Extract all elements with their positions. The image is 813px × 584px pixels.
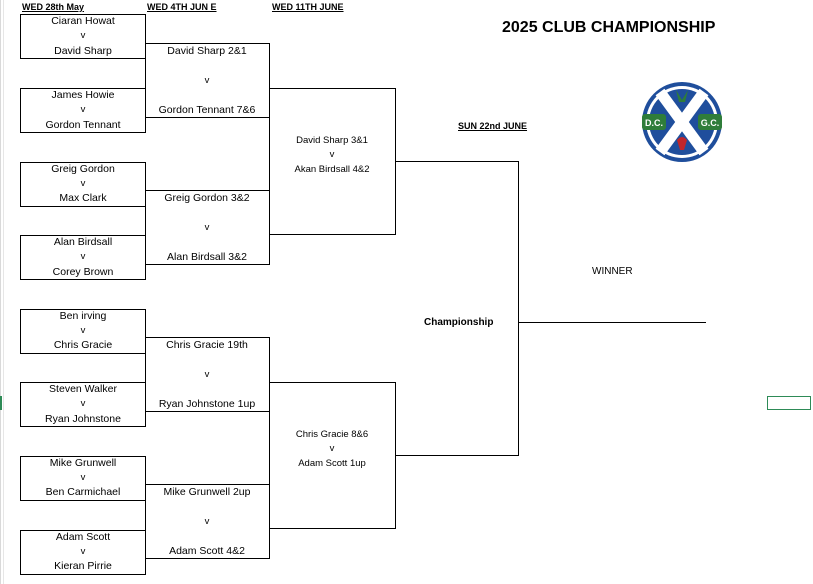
player-name: Adam Scott	[55, 531, 111, 543]
versus-label: v	[80, 30, 86, 41]
club-crest-saltire-icon: D.C. G.C.	[642, 82, 722, 162]
match-result: Mike Grunwell 2up	[163, 486, 251, 498]
sheet-left-gridline	[0, 0, 1, 584]
player-name: Greig Gordon	[51, 163, 115, 175]
sheet-left-gridline	[3, 0, 4, 584]
player-name: Alan Birdsall	[53, 236, 113, 248]
match-result: David Sharp 2&1	[167, 45, 247, 57]
versus-label: v	[204, 222, 210, 233]
round1-match-5	[20, 309, 146, 354]
versus-label: v	[80, 325, 86, 336]
versus-label: v	[204, 516, 210, 527]
player-name: Corey Brown	[52, 266, 114, 278]
versus-label: v	[80, 251, 86, 262]
match-result: Akan Birdsall 4&2	[294, 164, 370, 175]
logo-left-text: D.C.	[645, 118, 663, 128]
versus-label: v	[204, 369, 210, 380]
championship-title: 2025 CLUB CHAMPIONSHIP	[502, 19, 716, 36]
player-name: Ben Carmichael	[45, 486, 121, 498]
round1-date-header: WED 28th May	[22, 2, 85, 12]
versus-label: v	[329, 443, 335, 454]
versus-label: v	[204, 75, 210, 86]
round3-match-1	[269, 88, 396, 235]
round1-match-1	[20, 14, 146, 59]
match-result: Greig Gordon 3&2	[164, 192, 250, 204]
player-name: Chris Gracie	[53, 339, 113, 351]
round1-match-3	[20, 162, 146, 207]
player-name: Gordon Tennant	[45, 119, 121, 131]
selected-cell-edge	[0, 396, 2, 410]
logo-right-text: G.C.	[701, 118, 720, 128]
match-result: Chris Gracie 8&6	[295, 429, 369, 440]
match-result: David Sharp 3&1	[296, 135, 368, 146]
bracket-connector	[518, 161, 519, 456]
winner-label: WINNER	[592, 266, 633, 277]
player-name: James Howie	[51, 89, 115, 101]
player-name: Kieran Pirrie	[54, 560, 112, 572]
match-result: Gordon Tennant 7&6	[158, 104, 256, 116]
round3-match-2	[269, 382, 396, 529]
bracket-connector	[396, 455, 519, 456]
round2-date-header: WED 4TH JUN E	[147, 2, 217, 12]
round3-date-header: WED 11TH JUNE	[272, 2, 344, 12]
winner-line	[518, 322, 706, 323]
player-name: Ryan Johnstone	[45, 413, 121, 425]
player-name: Ben irving	[59, 310, 107, 322]
selected-cell[interactable]	[767, 396, 811, 410]
match-result: Alan Birdsall 3&2	[167, 251, 247, 263]
player-name: Max Clark	[59, 192, 107, 204]
final-date-header: SUN 22nd JUNE	[458, 121, 528, 131]
match-result: Ryan Johnstone 1up	[158, 398, 256, 410]
round2-match-1	[145, 43, 270, 118]
versus-label: v	[329, 149, 335, 160]
player-name: Mike Grunwell	[49, 457, 117, 469]
versus-label: v	[80, 104, 86, 115]
match-result: Chris Gracie 19th	[166, 339, 248, 351]
round1-match-7	[20, 456, 146, 501]
match-result: Adam Scott 4&2	[169, 545, 245, 557]
player-name: Steven Walker	[49, 383, 117, 395]
match-result: Adam Scott 1up	[298, 458, 366, 469]
versus-label: v	[80, 178, 86, 189]
versus-label: v	[80, 546, 86, 557]
player-name: Ciaran Howat	[51, 15, 115, 27]
round2-match-3	[145, 337, 270, 412]
bracket-connector	[396, 161, 519, 162]
player-name: David Sharp	[54, 45, 112, 57]
final-label: Championship	[424, 317, 494, 328]
versus-label: v	[80, 472, 86, 483]
versus-label: v	[80, 398, 86, 409]
